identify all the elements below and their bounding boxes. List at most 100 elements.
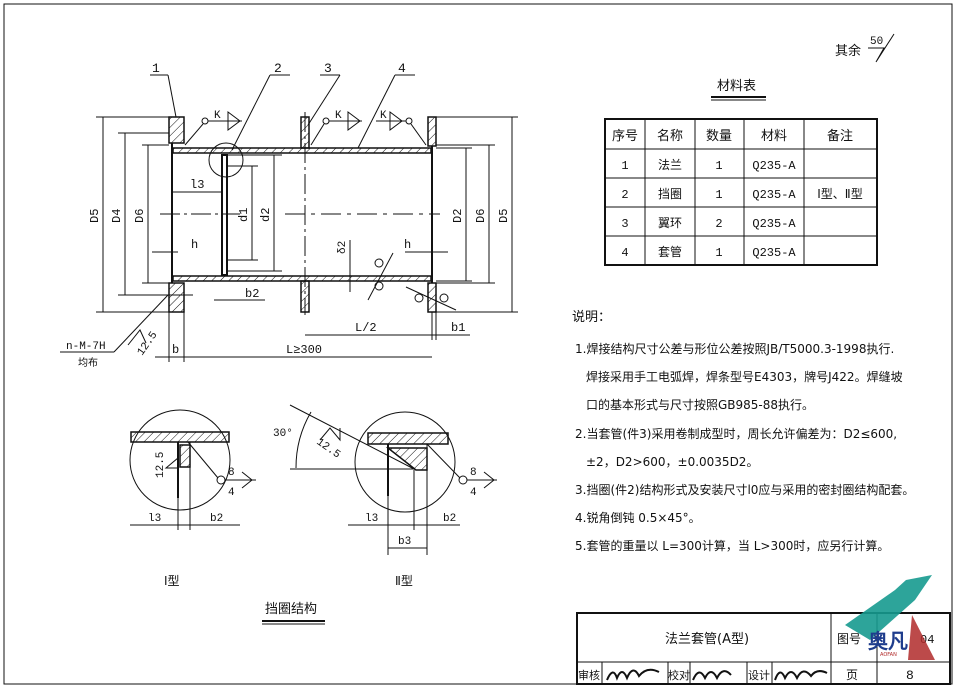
dim-L: L≥300 bbox=[286, 343, 322, 357]
surface-finish-note: 其余 50 bbox=[835, 33, 895, 63]
material-table-title: 材料表 bbox=[717, 79, 756, 94]
detail1-roughness: 12.5 bbox=[155, 452, 167, 478]
note-line: ±2，D2>600，±0.0035D2。 bbox=[586, 455, 758, 469]
table-cell: 1 bbox=[715, 246, 722, 260]
table-cell: 4 bbox=[621, 246, 628, 260]
table-cell: 2 bbox=[715, 217, 722, 231]
baffle-ring bbox=[221, 154, 228, 276]
table-header: 序号 bbox=[612, 129, 638, 144]
detail-type-1: 12.5 8 4 l3 b2 Ⅰ型 bbox=[129, 409, 256, 588]
check-label: 校对 bbox=[668, 668, 690, 682]
dim-D5: D5 bbox=[88, 209, 102, 223]
dim-b2: b2 bbox=[245, 287, 259, 301]
table-cell: 3 bbox=[621, 217, 628, 231]
dim-D6-right: D6 bbox=[474, 209, 488, 223]
table-header: 名称 bbox=[657, 128, 683, 144]
surface-finish-label: 其余 bbox=[835, 43, 861, 59]
note-line: 4.锐角倒钝 0.5×45°。 bbox=[575, 511, 701, 525]
drawing-no-label: 图号 bbox=[837, 632, 861, 646]
table-cell: 2 bbox=[621, 188, 628, 202]
weld-label: K bbox=[214, 110, 221, 122]
page-number: 8 bbox=[906, 668, 914, 683]
dim-D4: D4 bbox=[110, 209, 124, 223]
detail2-roughness: 12.5 bbox=[314, 436, 343, 461]
dim-D6: D6 bbox=[133, 209, 147, 223]
detail1-l3: l3 bbox=[148, 513, 161, 525]
page-label: 页 bbox=[846, 668, 858, 682]
part-label: 2 bbox=[274, 61, 282, 76]
title-block: 法兰套管(A型) 图号 04 页 8 审核 校对 设计 bbox=[576, 612, 951, 685]
table-cell: Q235-A bbox=[752, 188, 796, 202]
detail2-angle: 30° bbox=[273, 428, 293, 440]
note-line: 5.套管的重量以 L=300计算，当 L>300时，应另行计算。 bbox=[575, 538, 889, 553]
detail2-b2: b2 bbox=[443, 513, 456, 525]
sleeve-pipe-bottom-wall bbox=[172, 275, 432, 282]
dim-D5-right: D5 bbox=[497, 209, 511, 223]
signature bbox=[606, 668, 660, 681]
sheet-border bbox=[3, 3, 953, 685]
note-line: 3.挡圈(件2)结构形式及安装尺寸l0应与采用的密封圈结构配套。 bbox=[575, 482, 914, 497]
detail1-label: Ⅰ型 bbox=[164, 574, 180, 588]
dim-b: b bbox=[172, 343, 179, 357]
aofan-logo: 奥凡 AOFAN bbox=[845, 575, 935, 660]
dim-l3: l3 bbox=[190, 178, 204, 192]
signature bbox=[774, 670, 828, 681]
detail1-weld-bottom: 4 bbox=[228, 487, 235, 499]
thread-spec: n-M-7H bbox=[66, 341, 106, 353]
table-cell: Q235-A bbox=[752, 159, 796, 173]
part-label: 3 bbox=[324, 61, 332, 76]
surface-finish-value: 50 bbox=[870, 36, 883, 48]
detail-type-2: 30° 12.5 8 4 l3 b2 b3 Ⅱ型 bbox=[273, 404, 497, 588]
table-header: 数量 bbox=[706, 129, 732, 144]
table-cell: 1 bbox=[621, 159, 628, 173]
detail1-b2: b2 bbox=[210, 513, 223, 525]
dim-h-right: h bbox=[404, 238, 411, 252]
table-cell: 法兰 bbox=[658, 158, 682, 172]
review-label: 审核 bbox=[578, 668, 600, 682]
thread-note: 均布 bbox=[78, 357, 98, 369]
table-cell: Q235-A bbox=[752, 246, 796, 260]
note-line: 口的基本形式与尺寸按照GB985-88执行。 bbox=[586, 397, 814, 412]
dim-b1: b1 bbox=[451, 321, 465, 335]
table-cell: 1 bbox=[715, 188, 722, 202]
roughness-value: 12.5 bbox=[135, 330, 160, 359]
left-flange-bottom bbox=[168, 282, 185, 313]
table-cell: Ⅰ型、Ⅱ型 bbox=[817, 187, 862, 201]
dim-delta2: δ2 bbox=[337, 241, 349, 254]
dim-L-half: L/2 bbox=[355, 321, 377, 335]
logo-subtext: AOFAN bbox=[880, 652, 897, 658]
detail2-label: Ⅱ型 bbox=[395, 574, 413, 588]
table-header: 材料 bbox=[761, 129, 787, 144]
logo-text: 奥凡 bbox=[868, 629, 908, 653]
table-header: 备注 bbox=[827, 128, 853, 144]
design-label: 设计 bbox=[748, 669, 770, 682]
note-line: 焊接采用手工电弧焊，焊条型号E4303，牌号J422。焊缝坡 bbox=[586, 369, 903, 384]
part-label: 1 bbox=[152, 61, 160, 76]
weld-label: K bbox=[335, 110, 342, 122]
main-section-view: 1 2 3 4 K K K bbox=[60, 61, 518, 369]
table-cell: 1 bbox=[715, 159, 722, 173]
detail1-weld-top: 8 bbox=[228, 467, 235, 479]
part-label: 4 bbox=[398, 61, 406, 76]
left-flange-top bbox=[168, 116, 185, 144]
table-cell: 挡圈 bbox=[658, 187, 682, 201]
notes: 说明： 1.焊接结构尺寸公差与形位公差按照JB/T5000.3-1998执行. … bbox=[572, 310, 914, 553]
table-cell: 翼环 bbox=[658, 216, 682, 230]
table-cell: 套管 bbox=[658, 244, 682, 259]
dim-h: h bbox=[191, 238, 198, 252]
drawing-name: 法兰套管(A型) bbox=[665, 631, 749, 647]
dim-d2: d2 bbox=[259, 208, 273, 222]
weld-label: K bbox=[380, 110, 387, 122]
detail2-weld-bottom: 4 bbox=[470, 487, 477, 499]
detail2-l3: l3 bbox=[365, 513, 378, 525]
right-flange-top bbox=[427, 116, 437, 147]
note-line: 2.当套管(件3)采用卷制成型时，周长允许偏差为：D2≤600, bbox=[575, 426, 897, 441]
signature bbox=[692, 670, 732, 681]
detail-circle bbox=[208, 142, 244, 178]
detail2-b3: b3 bbox=[398, 536, 411, 548]
notes-title: 说明： bbox=[572, 310, 611, 325]
details-title: 挡圈结构 bbox=[265, 602, 317, 617]
weld-symbol-icon bbox=[184, 111, 457, 311]
